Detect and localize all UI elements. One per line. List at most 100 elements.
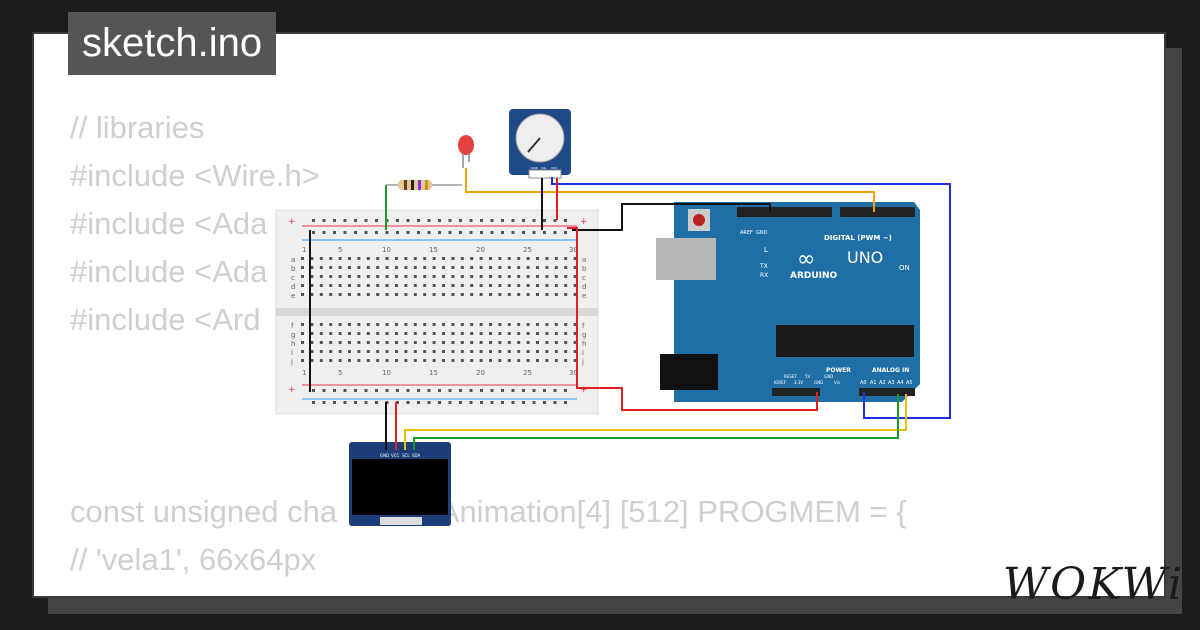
breadboard-hole [526, 323, 530, 326]
breadboard-hole [312, 231, 315, 234]
breadboard-hole [417, 219, 420, 222]
red-led[interactable] [458, 135, 474, 168]
breadboard-hole [438, 401, 441, 404]
analog-pin-label: A1 [870, 380, 877, 386]
breadboard-hole [573, 323, 577, 326]
breadboard-hole [375, 389, 378, 392]
breadboard-hole [357, 359, 361, 362]
breadboard-hole [451, 341, 455, 344]
bb-col-label: 10 [382, 246, 391, 254]
bb-row-label: a [291, 256, 295, 264]
breadboard-hole [423, 359, 427, 362]
tx-led-label: TX [759, 263, 768, 270]
breadboard[interactable]: 1 5 10 15 20 25 30 1 5 10 15 20 25 30 a … [275, 209, 599, 415]
breadboard-hole [573, 359, 577, 362]
pot-pin-label: SIG [541, 166, 547, 170]
breadboard-hole [319, 275, 323, 278]
breadboard-hole [498, 275, 502, 278]
breadboard-hole [479, 266, 483, 269]
breadboard-hole [319, 323, 323, 326]
breadboard-hole [375, 219, 378, 222]
breadboard-hole [564, 284, 568, 287]
wire-yellow-oled [404, 394, 907, 450]
breadboard-hole [498, 332, 502, 335]
breadboard-hole [511, 219, 515, 222]
breadboard-hole [501, 219, 504, 222]
resistor[interactable] [386, 180, 462, 190]
breadboard-hole [376, 284, 380, 287]
breadboard-hole [413, 350, 417, 353]
breadboard-hole [376, 257, 380, 260]
breadboard-hole [310, 350, 314, 353]
breadboard-hole [543, 389, 546, 392]
breadboard-hole [354, 219, 357, 222]
wires [309, 168, 951, 450]
breadboard-hole [545, 341, 549, 344]
breadboard-hole [479, 332, 483, 335]
breadboard-hole [517, 275, 521, 278]
breadboard-hole [432, 323, 436, 326]
breadboard-hole [460, 284, 464, 287]
breadboard-hole [343, 401, 347, 404]
breadboard-hole [553, 219, 557, 222]
breadboard-hole [423, 332, 427, 335]
breadboard-hole [532, 231, 536, 234]
breadboard-hole [451, 323, 455, 326]
breadboard-hole [427, 401, 431, 404]
breadboard-hole [417, 231, 420, 234]
breadboard-hole [507, 284, 511, 287]
breadboard-hole [460, 359, 464, 362]
breadboard-hole [385, 389, 389, 392]
breadboard-hole [338, 284, 342, 287]
breadboard-hole [319, 332, 323, 335]
breadboard-hole [348, 359, 351, 362]
breadboard-hole [354, 231, 357, 234]
bb-row-label: d [291, 283, 295, 291]
breadboard-hole [442, 323, 445, 326]
oled-display[interactable]: GND VCC SCL SDA [349, 442, 451, 526]
breadboard-hole [357, 350, 361, 353]
breadboard-hole [517, 350, 521, 353]
breadboard-hole [522, 401, 525, 404]
breadboard-hole [517, 341, 521, 344]
breadboard-hole [432, 341, 436, 344]
breadboard-hole [404, 332, 408, 335]
breadboard-hole [427, 219, 431, 222]
breadboard-hole [554, 350, 558, 353]
breadboard-hole [413, 323, 417, 326]
breadboard-hole [333, 219, 336, 222]
breadboard-hole [442, 275, 445, 278]
breadboard-hole [490, 401, 494, 404]
wire-black-arduino [572, 203, 771, 231]
breadboard-hole [498, 284, 502, 287]
breadboard-hole [459, 219, 462, 222]
analog-pin-label: A4 [897, 380, 904, 386]
arduino-uno-board[interactable]: DIGITAL (PWM ~) AREF GND ∞ ARDUINO UNO L… [656, 202, 920, 402]
breadboard-hole [536, 359, 539, 362]
breadboard-hole [354, 389, 357, 392]
breadboard-hole [554, 266, 558, 269]
breadboard-hole [404, 266, 408, 269]
breadboard-hole [310, 266, 314, 269]
breadboard-hole [517, 332, 521, 335]
power-pin-label: GND [824, 374, 833, 379]
potentiometer[interactable]: GND SIG VCC [509, 109, 571, 179]
breadboard-hole [338, 332, 342, 335]
power-pin-label: 5V [805, 374, 811, 379]
file-tab[interactable]: sketch.ino [68, 12, 277, 75]
breadboard-hole [479, 284, 483, 287]
breadboard-hole [490, 389, 494, 392]
breadboard-hole [376, 275, 380, 278]
arduino-infinity-icon: ∞ [797, 247, 815, 272]
breadboard-hole [310, 341, 314, 344]
plus-icon: + [288, 217, 296, 227]
breadboard-hole [301, 275, 304, 278]
bb-col-label: 15 [429, 369, 438, 377]
breadboard-hole [312, 401, 315, 404]
breadboard-hole [301, 284, 304, 287]
breadboard-hole [301, 359, 304, 362]
bb-row-label: h [582, 340, 586, 348]
breadboard-hole [564, 341, 568, 344]
breadboard-hole [469, 389, 473, 392]
breadboard-hole [385, 284, 389, 287]
